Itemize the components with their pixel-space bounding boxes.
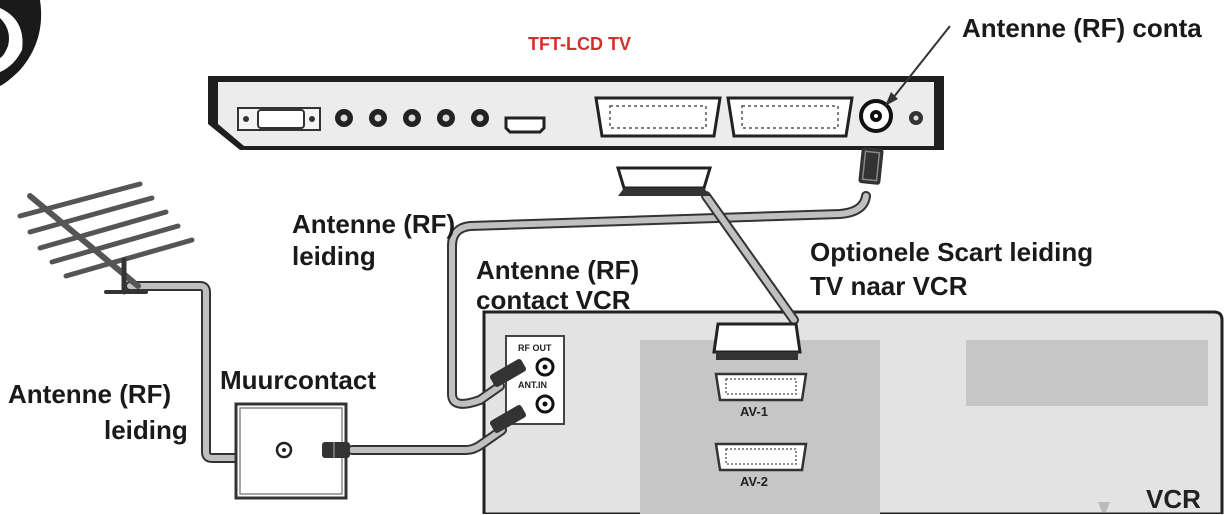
- cables: [125, 191, 871, 463]
- vga-port-icon: [237, 107, 321, 131]
- tv-scart-socket-1: [594, 96, 722, 138]
- vcr-scart-socket-av2: [714, 442, 808, 472]
- rf-lead-left-label-line2: leiding: [104, 415, 188, 445]
- wall-outlet-label: Muurcontact: [220, 365, 376, 395]
- hdmi-port-icon: [504, 116, 546, 134]
- wall-socket-icon: [234, 402, 350, 500]
- rca-jacks-icon: [335, 109, 489, 127]
- vcr-av1-label: AV-1: [740, 404, 768, 419]
- antenna-icon: [17, 181, 195, 295]
- vcr-rf-out-label: RF OUT: [518, 343, 552, 353]
- scart-optional-label-line2: TV naar VCR: [810, 271, 968, 301]
- tv-rf-socket-icon: [859, 99, 893, 133]
- pointer-line: [892, 25, 951, 99]
- vcr-rf-plugs: [490, 359, 526, 433]
- rf-lead-top-label-line2: leiding: [292, 241, 376, 271]
- rf-lead-top-label-line1: Antenne (RF): [292, 209, 456, 239]
- vcr-scart-panel: [640, 340, 880, 514]
- rf-lead-left-label-line1: Antenne (RF): [8, 379, 172, 409]
- tv-title: TFT-LCD TV: [528, 34, 631, 54]
- vcr-av2-label: AV-2: [740, 474, 768, 489]
- logo-fragment-icon: [0, 0, 42, 86]
- vcr-label: VCR: [1146, 484, 1201, 514]
- rf-contact-vcr-label-line1: Antenne (RF): [476, 255, 640, 285]
- vcr-display-panel: [966, 340, 1208, 406]
- vcr-scart-socket-av1: [714, 372, 808, 402]
- tv-scart-socket-2: [726, 96, 854, 138]
- rf-contact-tv-label: Antenne (RF) conta: [962, 13, 1202, 43]
- vcr-rf-out-socket-icon: [535, 357, 555, 377]
- vcr-ant-in-label: ANT.IN: [518, 380, 547, 390]
- vcr-body: [482, 310, 1224, 514]
- scart-optional-label-line1: Optionele Scart leiding: [810, 237, 1094, 267]
- vcr-ant-in-socket-icon: [535, 394, 555, 414]
- rf-contact-vcr-label-line2: contact VCR: [476, 285, 631, 315]
- scart-plug-icon: [615, 166, 802, 360]
- rf-plug-icon: [858, 147, 884, 185]
- tv-rear-panel: [208, 76, 944, 150]
- vcr-foot: [1098, 502, 1110, 512]
